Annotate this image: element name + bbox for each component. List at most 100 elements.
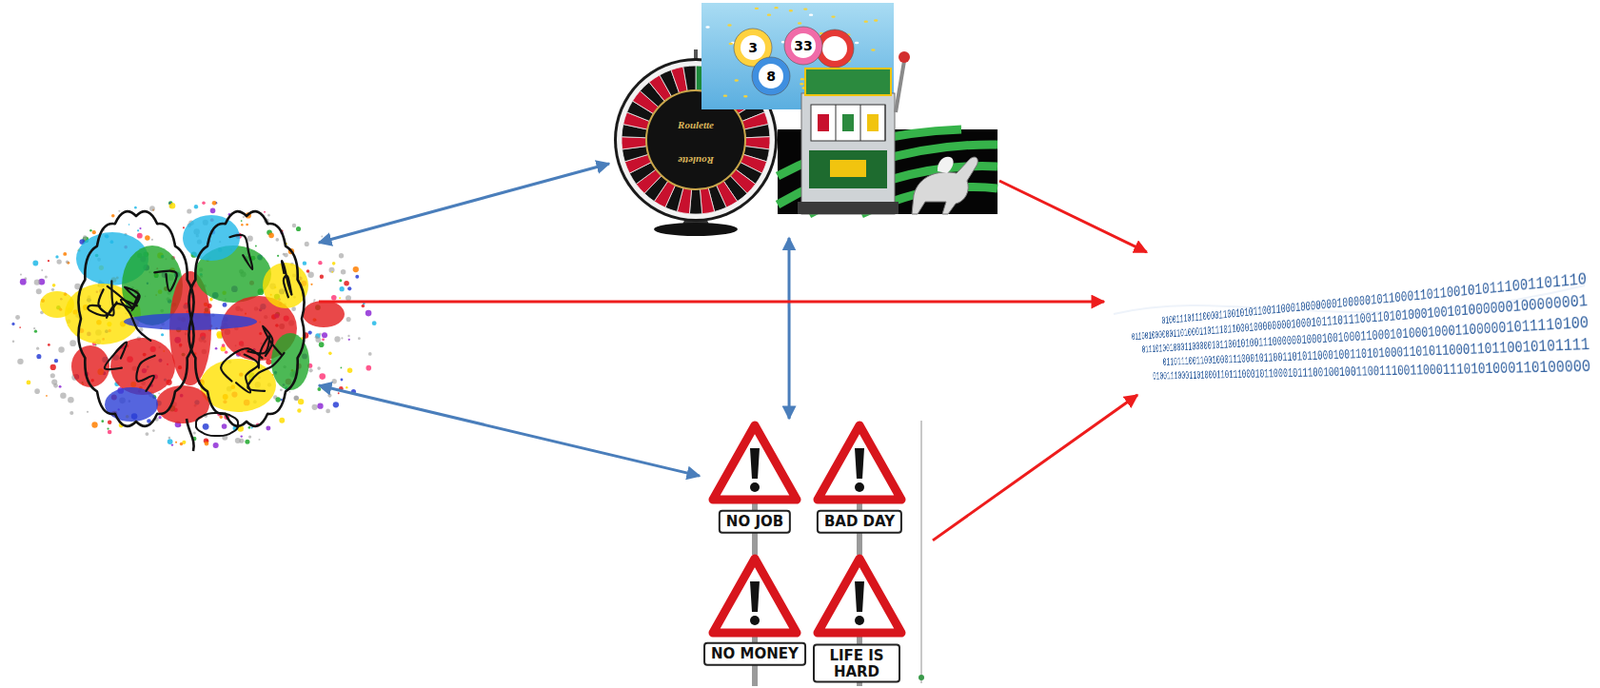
paint-splatter — [302, 260, 307, 265]
paint-splatter — [328, 352, 333, 356]
paint-splatter — [310, 283, 313, 286]
paint-splatter — [296, 408, 301, 413]
paint-splatter — [312, 404, 318, 411]
gambling-illustration — [613, 2, 998, 237]
brain-fold — [236, 355, 258, 394]
paint-splatter — [276, 255, 279, 257]
paint-splatter — [212, 200, 218, 206]
exclamation-dot — [750, 615, 760, 626]
paint-splatter — [339, 286, 345, 292]
paint-splatter — [40, 269, 43, 272]
paint-splatter — [151, 238, 154, 241]
paint-splatter — [186, 208, 192, 214]
paint-splatter — [316, 366, 321, 371]
paint-splatter — [194, 204, 198, 209]
paint-splatter — [279, 388, 283, 392]
paint-splatter — [265, 425, 271, 431]
brain-fold — [154, 271, 178, 292]
wheel-pocket — [683, 65, 696, 92]
paint-splatter — [145, 432, 150, 436]
paint-splatter — [267, 214, 271, 218]
paint-splatter — [325, 409, 331, 415]
paint-splatter — [340, 378, 344, 382]
paint-splatter — [346, 316, 352, 322]
paint-splatter — [69, 339, 77, 347]
confetti — [799, 82, 804, 85]
binary-stream: 0100111011100001100101011001100010000000… — [1130, 268, 1591, 384]
paint-splatter — [82, 235, 87, 239]
warning-signs-node: NO JOBBAD DAYNO MONEYLIFE IS HARD — [699, 418, 933, 687]
confetti — [727, 23, 731, 26]
slot-panel — [809, 150, 888, 189]
brain-fold — [283, 276, 292, 297]
paint-splatter — [332, 378, 337, 384]
brain-fold — [229, 235, 253, 270]
paint-splatter — [89, 229, 93, 233]
paint-splatter — [169, 201, 172, 204]
paint-splatter — [134, 206, 138, 210]
paint-splatter — [292, 223, 297, 228]
brain-fold — [104, 342, 127, 370]
paint-splatter — [247, 236, 254, 242]
paint-splatter — [34, 330, 38, 334]
confetti — [743, 95, 748, 98]
paint-splatter — [372, 320, 377, 326]
paint-splatter — [210, 208, 217, 215]
ball-number: 8 — [766, 68, 776, 84]
confetti — [767, 13, 771, 16]
brain-node — [66, 204, 319, 453]
paint-splatter — [297, 398, 304, 405]
confetti — [854, 41, 859, 44]
paint-splatter — [158, 415, 161, 419]
lottery-ball — [784, 26, 823, 65]
brain-fold — [124, 287, 140, 312]
paint-splatter — [50, 373, 56, 378]
warning-triangle — [817, 558, 902, 633]
paint-splatter — [361, 304, 366, 309]
wheel-pocket — [621, 137, 647, 150]
paint-splatter — [313, 298, 316, 301]
paint-splatter — [47, 259, 50, 262]
paint-splatter — [333, 401, 339, 408]
paint-splatter — [69, 411, 74, 415]
paint-splatter — [91, 421, 98, 428]
paint-splatter — [338, 296, 341, 299]
paint-splatter — [245, 223, 249, 227]
paint-splatter — [291, 306, 297, 312]
paint-splatter — [340, 336, 343, 339]
paint-splatter — [118, 210, 120, 213]
paint-splatter — [36, 288, 42, 295]
brain-fold — [87, 301, 117, 316]
warning-triangle — [817, 425, 902, 500]
confetti — [797, 21, 802, 24]
paint-splatter — [251, 426, 254, 429]
paint-splatter — [12, 340, 15, 343]
paint-splatter — [55, 255, 59, 258]
paint-splatter — [221, 423, 228, 430]
confetti — [773, 6, 778, 9]
paint-splatter — [329, 267, 336, 274]
paint-splatter — [17, 358, 23, 365]
paint-splatter — [36, 354, 41, 359]
confetti — [803, 7, 808, 10]
slot-topper — [805, 68, 891, 96]
paint-splatter — [331, 271, 334, 274]
paint-splatter — [111, 214, 116, 218]
connector-arrow — [318, 163, 610, 243]
paint-splatter — [263, 211, 266, 214]
lottery-background — [701, 2, 894, 110]
sign-label: BAD DAY — [816, 510, 903, 534]
paint-splatter — [15, 315, 20, 320]
paint-splatter — [296, 226, 301, 232]
paint-splatter — [365, 310, 373, 317]
paint-splatter — [240, 219, 243, 222]
paint-splatter — [365, 365, 372, 372]
paint-splatter — [283, 253, 289, 258]
paint-splatter — [248, 426, 252, 430]
paint-splatter — [168, 436, 172, 440]
paint-splatter — [53, 383, 59, 389]
brain-outline — [188, 211, 304, 427]
paint-splatter — [318, 333, 322, 336]
confetti — [830, 15, 835, 18]
